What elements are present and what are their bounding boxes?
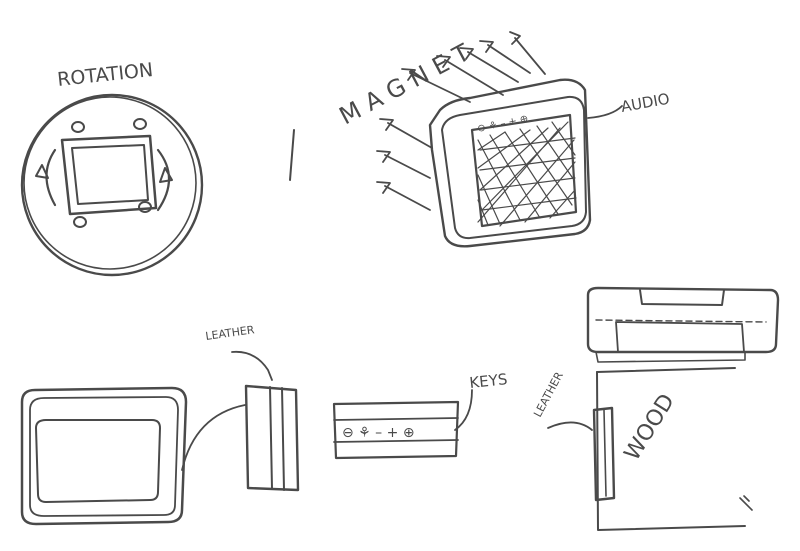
audio-device-body (428, 78, 592, 248)
keys-label: KEYS (469, 370, 509, 392)
audio-callout-line (587, 105, 623, 119)
rotation-magnet-dot (73, 216, 87, 228)
wood-base-view: LEATHER WOOD (531, 286, 780, 531)
rotation-device-screen (71, 144, 149, 205)
rotation-magnet-dot (71, 121, 85, 133)
magnet-field-arrows (376, 31, 546, 211)
wood-stand-screw (739, 495, 753, 511)
front-view-outer-frame (20, 386, 188, 526)
rotation-device-frame (60, 134, 158, 216)
wood-label: WOOD (620, 390, 680, 465)
stray-mark (289, 129, 295, 181)
keys-view-glyphs: ⊖ ⚘ – + ⊕ (342, 425, 415, 441)
rotation-arrow-right (156, 148, 170, 212)
keys-view: ⊖ ⚘ – + ⊕ KEYS (332, 370, 509, 460)
keys-view-band (333, 417, 459, 421)
wood-stand-top-edge (596, 367, 736, 373)
keys-callout-line (454, 389, 473, 431)
side-view-leather: LEATHER (205, 323, 300, 492)
audio-device-front (441, 95, 587, 240)
audio-label: AUDIO (620, 90, 671, 116)
side-view-body (244, 384, 300, 492)
wood-stand-leather-seam (603, 409, 607, 497)
rotation-magnet-dot (138, 201, 152, 213)
rotation-inner-circle (23, 96, 197, 270)
leather-callout-line-2 (547, 421, 593, 431)
front-view (20, 386, 246, 526)
keys-view-body (332, 400, 460, 460)
side-view-divider (269, 386, 273, 490)
leather-label-2: LEATHER (531, 369, 566, 419)
rotation-magnet-dot (133, 118, 147, 130)
wood-stand-outline (596, 371, 746, 531)
rotation-view: ROTATION (20, 59, 204, 277)
wood-top-slot (639, 289, 725, 306)
leather-callout-line-1 (231, 350, 273, 381)
wood-top-base (595, 351, 746, 363)
speaker-grille-frame (470, 113, 578, 228)
front-to-side-connector (181, 404, 246, 471)
wood-top-block (586, 286, 780, 354)
front-view-screen (35, 419, 161, 503)
rotation-label: ROTATION (56, 59, 154, 91)
keys-view-band (333, 439, 459, 443)
leather-label-1: LEATHER (205, 323, 256, 343)
wood-top-dashed-line (595, 319, 767, 323)
rotation-arrow-head (159, 167, 173, 183)
wood-inner-pocket (615, 321, 745, 353)
speaker-mesh (477, 121, 577, 227)
magnet-audio-view: MAGNET ⊖ ⚘ – + ⊕ AUDIO (335, 31, 671, 248)
rotation-outer-circle (20, 93, 204, 277)
wood-stand-leather-strip (592, 406, 616, 502)
front-view-inner-frame (29, 396, 179, 517)
side-view-divider (281, 387, 285, 491)
rotation-arrow-head (35, 164, 49, 179)
